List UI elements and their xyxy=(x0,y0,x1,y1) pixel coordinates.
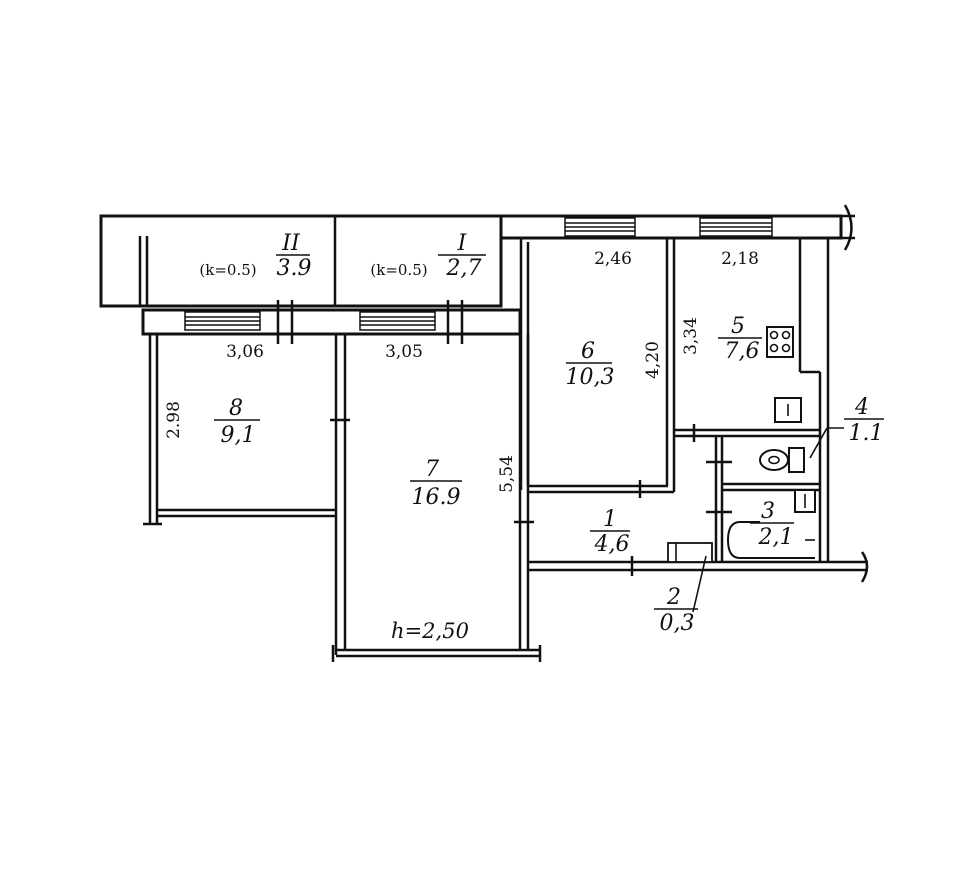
room-8-number: 8 xyxy=(229,396,243,421)
room-8-area: 9,1 xyxy=(221,423,256,448)
room-I-area: 2,7 xyxy=(446,256,482,281)
room-3-area: 2,1 xyxy=(758,525,794,550)
room-6-area: 10,3 xyxy=(566,365,615,390)
dimension-room-5-width: 2,18 xyxy=(721,249,759,269)
balcony-inner-wall xyxy=(141,300,522,344)
washbasin-icon xyxy=(794,489,816,513)
room-II-area: 3.9 xyxy=(277,256,312,281)
room-II-number: II xyxy=(281,231,301,256)
bathroom-walls xyxy=(706,436,820,562)
balcony-block xyxy=(99,214,503,308)
room-6-walls xyxy=(519,238,676,498)
room-2-area: 0,3 xyxy=(660,611,695,636)
dimension-room-8-length: 2.98 xyxy=(164,401,184,439)
corridor-walls xyxy=(528,427,869,613)
dimension-room-6-width: 2,46 xyxy=(594,249,632,269)
dimension-room-7-width: 3,05 xyxy=(385,342,423,362)
room-8-walls xyxy=(143,334,350,526)
dimension-room-5-length: 3,34 xyxy=(681,317,701,355)
room-label-6: 6 10,3 xyxy=(566,339,615,390)
toilet-icon xyxy=(759,447,805,473)
window-room-6 xyxy=(564,217,636,237)
room-I-number: I xyxy=(457,231,468,256)
bathtub-icon xyxy=(726,521,815,559)
ceiling-height-label: h=2,50 xyxy=(391,619,469,643)
room-7-area: 16.9 xyxy=(412,485,461,510)
room-5-area: 7,6 xyxy=(725,339,760,364)
room-label-7: 7 16.9 xyxy=(410,457,462,510)
window-room-8 xyxy=(184,311,261,331)
dimension-room-8-width: 3,06 xyxy=(226,342,264,362)
stove-icon xyxy=(766,326,794,358)
room-I-coef: (k=0.5) xyxy=(370,261,427,279)
top-wall xyxy=(499,204,855,251)
room-label-2: 2 0,3 xyxy=(654,585,698,636)
room-II-coef: (k=0.5) xyxy=(199,261,256,279)
dimension-room-6-length: 4,20 xyxy=(643,341,663,379)
room-7-number: 7 xyxy=(425,457,439,482)
room-label-4: 4 1.1 xyxy=(844,395,884,446)
window-room-5 xyxy=(699,217,773,237)
room-5-walls xyxy=(674,238,830,562)
room-5-number: 5 xyxy=(731,314,745,339)
room-label-II: II 3.9 (k=0.5) xyxy=(199,231,311,281)
room-1-area: 4,6 xyxy=(594,532,630,557)
room-label-1: 1 4,6 xyxy=(590,507,630,557)
sink-icon xyxy=(774,397,802,423)
room-label-8: 8 9,1 xyxy=(214,396,260,448)
room-label-5: 5 7,6 xyxy=(718,314,762,364)
room-label-I: I 2,7 (k=0.5) xyxy=(370,231,486,281)
room-6-number: 6 xyxy=(581,339,595,364)
room-2-number: 2 xyxy=(666,585,681,610)
room-4-number: 4 xyxy=(854,395,869,420)
room-4-area: 1.1 xyxy=(849,421,884,446)
window-room-7 xyxy=(359,311,436,331)
room-3-number: 3 xyxy=(761,499,775,524)
closet-icon xyxy=(667,542,713,563)
dimension-room-7-length: 5,54 xyxy=(497,455,517,493)
room-label-3: 3 2,1 xyxy=(750,499,794,550)
room-1-number: 1 xyxy=(603,507,617,532)
